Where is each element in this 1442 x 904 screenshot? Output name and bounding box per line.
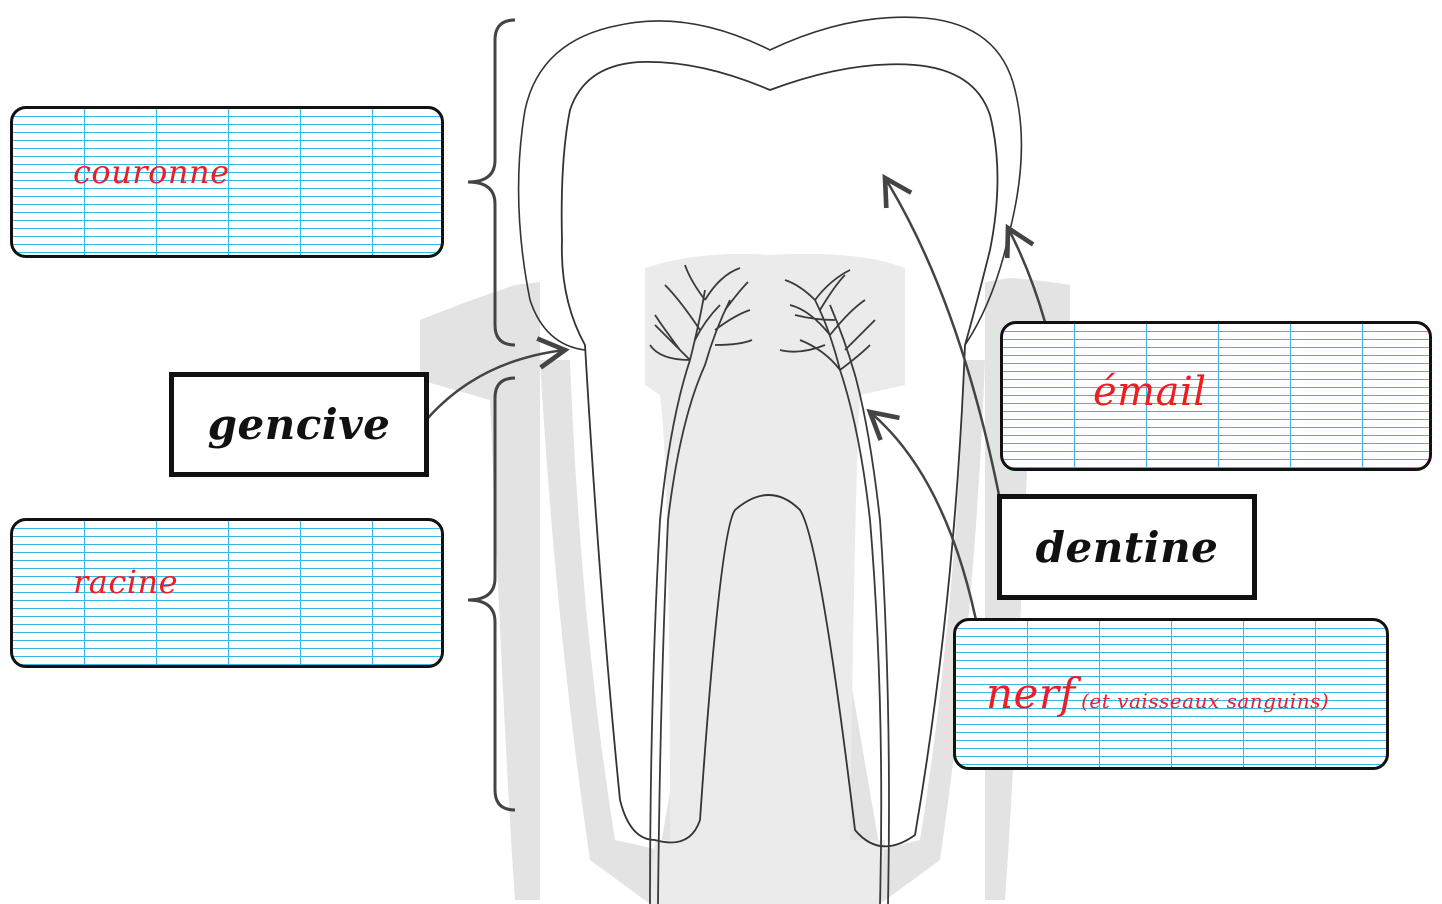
couronne-answer: couronne	[73, 153, 230, 191]
gencive-label-box: gencive	[169, 372, 429, 477]
gencive-label: gencive	[208, 400, 391, 449]
dentine-label: dentine	[1036, 523, 1219, 572]
nerf-label-box: nerf (et vaisseaux sanguins)	[953, 618, 1389, 770]
racine-label-box: racine	[10, 518, 444, 668]
dentine-label-box: dentine	[997, 494, 1257, 600]
email-label-box: émail	[1000, 321, 1432, 471]
couronne-label-box: couronne	[10, 106, 444, 258]
racine-answer: racine	[73, 563, 178, 601]
email-answer: émail	[1093, 369, 1207, 415]
nerf-note: (et vaisseaux sanguins)	[1081, 689, 1329, 713]
nerf-word: nerf	[986, 669, 1076, 718]
nerf-answer: nerf (et vaisseaux sanguins)	[986, 669, 1329, 718]
